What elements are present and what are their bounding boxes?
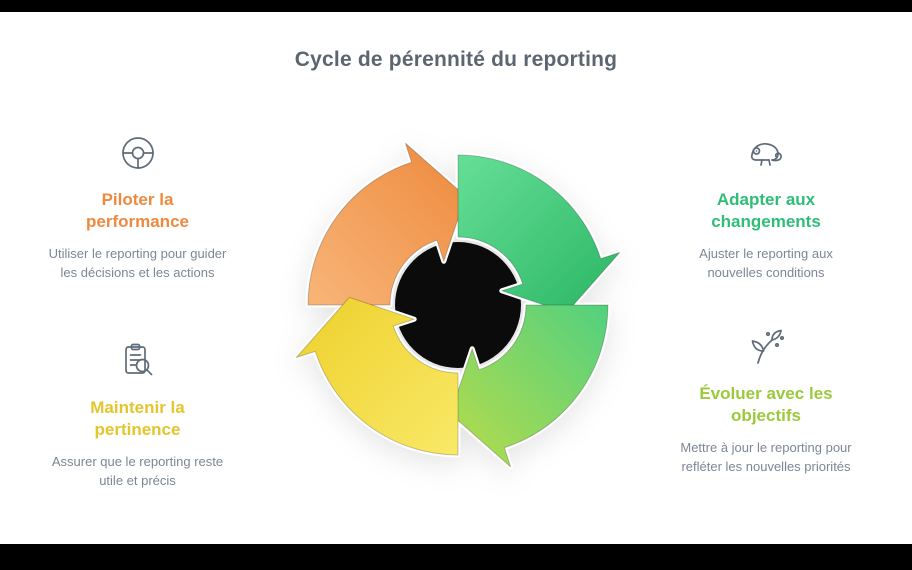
- item-description: Mettre à jour le reporting pour refléter…: [680, 439, 852, 475]
- sprout-growth-icon: [650, 324, 882, 370]
- item-evoluer: Évoluer avec les objectifs Mettre à jour…: [650, 324, 882, 477]
- item-title: Adapter aux changements: [711, 190, 821, 232]
- item-piloter: Piloter la performance Utiliser le repor…: [30, 130, 245, 283]
- clipboard-search-icon: [30, 338, 245, 384]
- content-area: Cycle de pérennité du reporting: [0, 12, 912, 544]
- page-title: Cycle de pérennité du reporting: [294, 48, 618, 71]
- steering-wheel-icon: [30, 130, 245, 176]
- item-adapter: Adapter aux changements Ajuster le repor…: [652, 130, 880, 283]
- cycle-diagram: [283, 130, 633, 480]
- item-description: Ajuster le reporting aux nouvelles condi…: [699, 245, 833, 281]
- item-description: Utiliser le reporting pour guider les dé…: [48, 245, 227, 281]
- item-maintenir: Maintenir la pertinence Assurer que le r…: [30, 338, 245, 491]
- item-description: Assurer que le reporting reste utile et …: [51, 453, 224, 489]
- item-title: Maintenir la pertinence: [90, 398, 185, 440]
- cycle-center-disc: [395, 242, 521, 368]
- item-title: Évoluer avec les objectifs: [699, 384, 833, 426]
- item-title: Piloter la performance: [86, 190, 189, 232]
- chameleon-icon: [652, 130, 880, 176]
- cycle-diagram-container: [283, 130, 633, 480]
